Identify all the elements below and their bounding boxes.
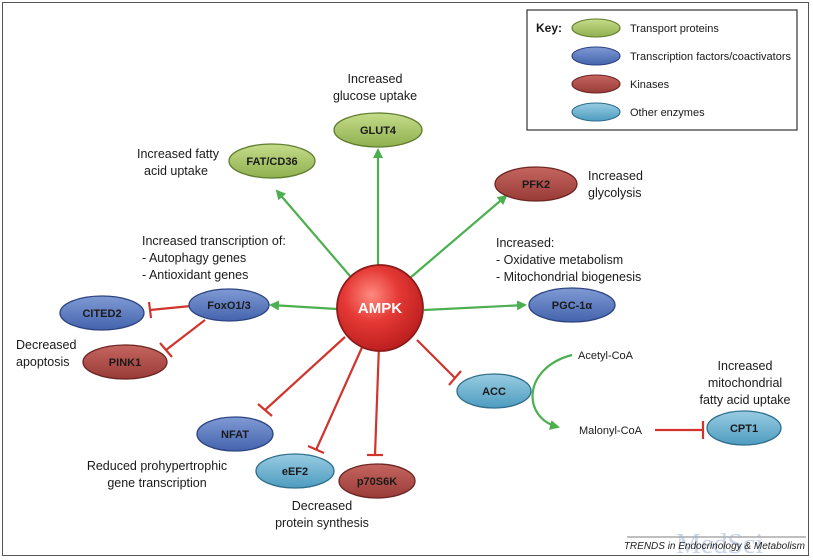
node-eef2: eEF2 [255, 453, 335, 489]
node-cited2: CITED2 [59, 295, 145, 331]
node-glut4-label: GLUT4 [360, 125, 397, 137]
svg-text:glucose uptake: glucose uptake [333, 89, 417, 103]
annotation-fatty-acid: Increased fatty acid uptake [137, 147, 220, 178]
node-foxo13: FoxO1/3 [188, 288, 270, 322]
svg-text:protein synthesis: protein synthesis [275, 516, 369, 530]
svg-text:- Mitochondrial biogenesis: - Mitochondrial biogenesis [496, 270, 641, 284]
inhibit-foxo-pink1 [165, 319, 206, 351]
arrow-ampk-pgc1a [423, 300, 527, 312]
node-foxo13-label: FoxO1/3 [207, 300, 250, 312]
inhibit-foxo-cited2 [149, 304, 192, 312]
node-pfk2: PFK2 [494, 166, 578, 202]
label-malonyl-coa: Malonyl-CoA [579, 425, 643, 437]
annotation-mito-fa: Increased mitochondrial fatty acid uptak… [699, 359, 790, 407]
svg-text:- Oxidative metabolism: - Oxidative metabolism [496, 253, 623, 267]
node-pgc1a-label: PGC-1α [552, 300, 593, 312]
activation-arrows [269, 148, 573, 430]
annotation-glucose: Increased glucose uptake [333, 72, 417, 103]
svg-text:gene transcription: gene transcription [107, 476, 206, 490]
svg-text:mitochondrial: mitochondrial [708, 376, 782, 390]
svg-text:Kinases: Kinases [630, 79, 670, 91]
inhibit-ampk-nfat-bar [257, 403, 273, 417]
svg-text:Decreased: Decreased [16, 338, 76, 352]
svg-text:- Antioxidant genes: - Antioxidant genes [142, 268, 248, 282]
legend-item-enzyme: Other enzymes [571, 102, 705, 122]
legend-item-transport: Transport proteins [571, 18, 719, 38]
svg-text:Increased:: Increased: [496, 236, 554, 250]
annotation-glycolysis: Increased glycolysis [588, 169, 643, 200]
arrow-ampk-pfk2 [409, 194, 508, 279]
node-p70s6k: p70S6K [338, 463, 416, 499]
legend-item-transcription: Transcription factors/coactivators [571, 46, 791, 66]
node-nfat: NFAT [196, 416, 274, 452]
node-acc: ACC [456, 373, 532, 409]
svg-text:fatty acid uptake: fatty acid uptake [699, 393, 790, 407]
svg-text:acid uptake: acid uptake [144, 164, 208, 178]
svg-text:Increased: Increased [718, 359, 773, 373]
journal-credit: TRENDS in Endocrinology & Metabolism [624, 541, 805, 552]
node-pgc1a: PGC-1α [528, 287, 616, 323]
svg-text:Other enzymes: Other enzymes [630, 107, 705, 119]
svg-text:Reduced prohypertrophic: Reduced prohypertrophic [87, 459, 227, 473]
node-glut4: GLUT4 [333, 112, 423, 148]
node-fatcd36: FAT/CD36 [228, 143, 316, 179]
inhibit-ampk-acc [416, 339, 456, 379]
inhibit-foxo-cited2-bar [147, 301, 153, 319]
svg-text:- Autophagy genes: - Autophagy genes [142, 251, 246, 265]
arrow-ampk-foxo13 [269, 300, 338, 311]
legend-title: Key: [536, 21, 562, 35]
inhibition-lines [147, 301, 705, 457]
svg-text:Increased transcription of:: Increased transcription of: [142, 234, 286, 248]
svg-text:Increased: Increased [588, 169, 643, 183]
svg-text:Increased fatty: Increased fatty [137, 147, 220, 161]
svg-text:Increased: Increased [348, 72, 403, 86]
arrow-acetyl-to-malonyl [531, 353, 573, 430]
node-pink1: PINK1 [82, 344, 168, 380]
annotation-hypertrophic: Reduced prohypertrophic gene transcripti… [87, 459, 227, 490]
node-cpt1-label: CPT1 [730, 423, 758, 435]
inhibit-ampk-eef2 [314, 342, 366, 451]
node-pfk2-label: PFK2 [522, 179, 550, 191]
inhibit-foxo-pink1-bar [159, 342, 173, 358]
watermark-logo: MedSci [676, 529, 763, 560]
annotation-protein: Decreased protein synthesis [275, 499, 369, 530]
svg-text:Transcription factors/coactiva: Transcription factors/coactivators [630, 51, 791, 63]
node-nfat-label: NFAT [221, 429, 249, 441]
node-fatcd36-label: FAT/CD36 [246, 156, 297, 168]
node-acc-label: ACC [482, 386, 506, 398]
node-ampk-label: AMPK [358, 300, 402, 317]
legend-item-kinase: Kinases [571, 74, 670, 94]
arrow-ampk-fatcd36 [275, 189, 351, 277]
node-cpt1: CPT1 [706, 410, 782, 446]
inhibit-ampk-p70s6k [373, 344, 381, 456]
node-cited2-label: CITED2 [82, 308, 121, 320]
node-ampk: AMPK [336, 264, 424, 352]
inhibit-ampk-nfat [264, 336, 346, 411]
footer: MedSci TRENDS in Endocrinology & Metabol… [624, 529, 806, 560]
svg-text:glycolysis: glycolysis [588, 186, 642, 200]
annotation-transcription: Increased transcription of: - Autophagy … [142, 234, 286, 282]
node-eef2-label: eEF2 [282, 466, 308, 478]
inhibit-ampk-eef2-bar [307, 444, 325, 455]
svg-text:Transport proteins: Transport proteins [630, 23, 719, 35]
label-acetyl-coa: Acetyl-CoA [578, 350, 634, 362]
annotation-oxidative: Increased: - Oxidative metabolism - Mito… [496, 236, 641, 284]
node-p70s6k-label: p70S6K [357, 476, 397, 488]
svg-text:apoptosis: apoptosis [16, 355, 70, 369]
svg-text:Decreased: Decreased [292, 499, 352, 513]
inhibit-ampk-acc-bar [448, 370, 462, 386]
node-pink1-label: PINK1 [109, 357, 141, 369]
annotation-apoptosis: Decreased apoptosis [16, 338, 76, 369]
legend-key: Key: Transport proteins Transcription fa… [526, 9, 798, 131]
